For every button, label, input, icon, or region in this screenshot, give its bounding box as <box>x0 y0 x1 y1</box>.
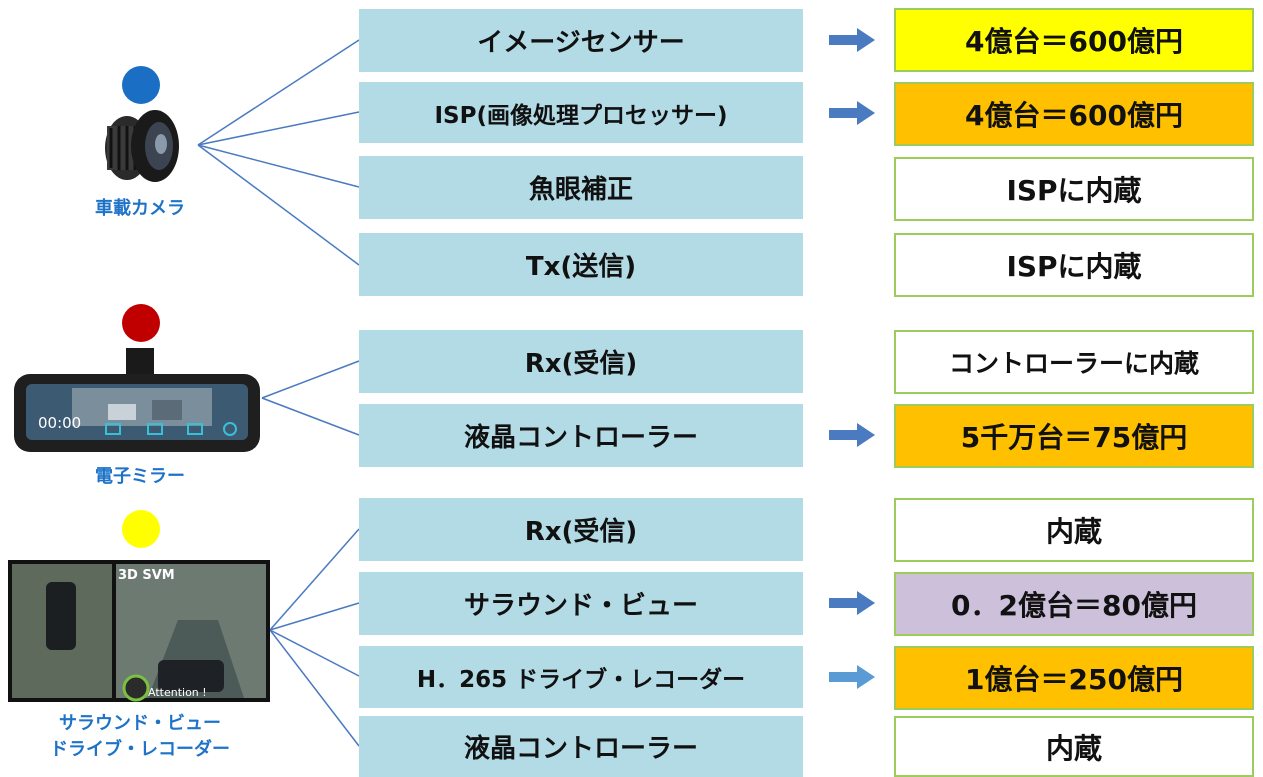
right-arrow-icon <box>829 591 875 615</box>
group-caption: サラウンド・ビュー ドライブ・レコーダー <box>20 711 260 763</box>
surround-screen-alert: Attention ! <box>148 686 207 699</box>
mirror-time-readout: 00:00 <box>38 414 82 432</box>
component-box: Rx(受信) <box>359 498 803 561</box>
group-dot-mirror <box>122 304 160 342</box>
result-box: ISPに内蔵 <box>894 233 1254 297</box>
result-box: 0．2億台＝80億円 <box>894 572 1254 636</box>
result-box: コントローラーに内蔵 <box>894 330 1254 394</box>
connector-line <box>197 144 360 188</box>
group-dot-camera <box>122 66 160 104</box>
connector-line <box>197 111 360 146</box>
result-box: ISPに内蔵 <box>894 157 1254 221</box>
caption-line: 電子ミラー <box>95 466 185 487</box>
connector-line <box>197 39 360 146</box>
component-box: 魚眼補正 <box>359 156 803 219</box>
right-arrow-icon <box>829 423 875 447</box>
component-box: ISP(画像処理プロセッサー) <box>359 82 803 143</box>
connector-line <box>269 528 360 631</box>
component-box: サラウンド・ビュー <box>359 572 803 635</box>
camera-lens-icon <box>105 110 179 182</box>
component-box: 液晶コントローラー <box>359 716 803 777</box>
right-arrow-icon <box>829 28 875 52</box>
right-arrow-icon <box>829 101 875 125</box>
component-box: H．265 ドライブ・レコーダー <box>359 646 803 708</box>
group-dot-surround <box>122 510 160 548</box>
caption-line: サラウンド・ビュー <box>59 713 221 734</box>
connector-line <box>269 602 360 631</box>
connector-line <box>269 629 360 747</box>
result-box: 1億台＝250億円 <box>894 646 1254 710</box>
caption-line: 車載カメラ <box>95 198 185 219</box>
surround-view-screen-icon <box>8 560 270 702</box>
surround-screen-title: 3D SVM <box>118 568 175 583</box>
component-box: Rx(受信) <box>359 330 803 393</box>
result-box: 5千万台＝75億円 <box>894 404 1254 468</box>
right-arrow-icon <box>829 665 875 689</box>
component-box: Tx(送信) <box>359 233 803 296</box>
result-box: 4億台＝600億円 <box>894 82 1254 146</box>
component-box: イメージセンサー <box>359 9 803 72</box>
caption-line: ドライブ・レコーダー <box>50 739 230 760</box>
group-caption: 車載カメラ <box>70 196 210 222</box>
result-box: 4億台＝600億円 <box>894 8 1254 72</box>
component-box: 液晶コントローラー <box>359 404 803 467</box>
connector-line <box>269 629 360 677</box>
connector-line <box>261 397 360 436</box>
group-caption: 電子ミラー <box>70 464 210 490</box>
connector-line <box>197 144 360 266</box>
result-box: 内蔵 <box>894 716 1254 777</box>
rearview-mirror-display-icon <box>14 348 260 452</box>
connector-line <box>261 360 360 399</box>
result-box: 内蔵 <box>894 498 1254 562</box>
